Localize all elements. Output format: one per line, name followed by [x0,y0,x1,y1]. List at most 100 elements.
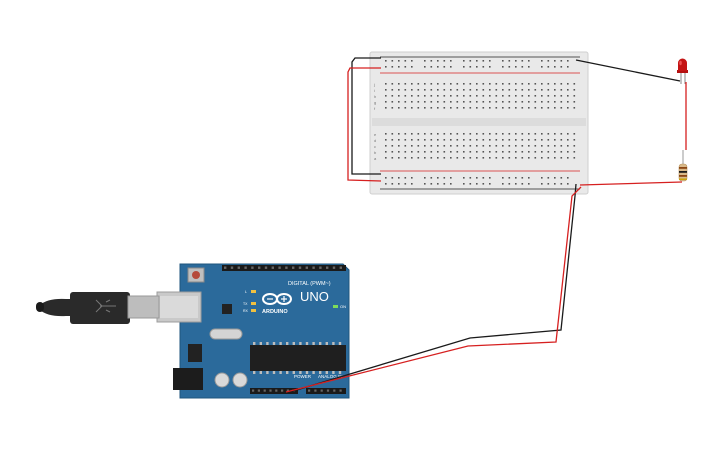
header-hole [251,266,254,269]
breadboard-hole [495,89,498,91]
breadboard-hole [502,133,504,135]
breadboard-hole [469,101,472,103]
arduino-board[interactable]: DIGITAL (PWM~) UNO ARDUINO POWER ANALOG … [156,263,350,399]
breadboard-hole [476,177,478,179]
breadboard-hole [450,157,452,159]
wire-red-resistor[interactable] [579,181,683,186]
header-hole [269,389,272,392]
led-icon[interactable] [677,58,688,85]
breadboard-hole [482,66,485,68]
header-hole [271,266,274,269]
wire-black-led[interactable] [575,59,681,82]
row-letter: f [374,106,376,111]
breadboard-hole [495,139,498,141]
breadboard-hole [489,157,491,159]
breadboard-hole [391,151,394,153]
breadboard-hole [547,157,550,159]
breadboard-hole [495,157,498,159]
header-hole [230,266,234,269]
resistor-band [679,171,687,173]
breadboard-hole [404,139,407,141]
breadboard-hole [567,89,569,91]
breadboard-center-channel [372,118,586,126]
breadboard-hole [534,145,537,147]
voltage-regulator [188,344,202,362]
breadboard-hole [554,83,556,85]
usb-cable-icon[interactable] [36,292,160,324]
breadboard-hole [508,145,511,147]
digital-header[interactable] [222,265,346,271]
breadboard-hole [476,157,478,159]
breadboard-hole [450,83,452,85]
uno-label: UNO [300,289,329,304]
breadboard-hole [502,145,504,147]
breadboard-hole [456,95,459,97]
breadboard-hole [573,139,576,141]
breadboard-hole [417,157,420,159]
dc-power-jack[interactable] [173,368,203,390]
breadboard-hole [437,89,439,91]
breadboard-hole [398,66,400,68]
breadboard-hole [560,133,563,135]
row-letter: g [374,100,376,105]
breadboard-hole [508,95,511,97]
breadboard-hole [554,151,556,153]
breadboard-hole [417,145,420,147]
breadboard-hole [547,177,550,179]
breadboard-hole [385,183,387,185]
breadboard-hole [560,157,563,159]
breadboard-hole [430,177,433,179]
breadboard-hole [489,107,491,109]
breadboard-hole [398,177,400,179]
breadboard-hole [515,157,517,159]
chip-pin [305,371,309,374]
breadboard-hole [443,60,446,62]
breadboard-hole [469,183,472,185]
breadboard-hole [430,139,433,141]
breadboard-hole [417,89,420,91]
breadboard-hole [567,83,569,85]
chip-pin [279,342,282,345]
wire-red-loop[interactable] [347,67,382,182]
breadboard-hole [443,133,446,135]
breadboard[interactable]: j i h g f e d c b a [369,51,589,195]
breadboard-hole [534,107,537,109]
breadboard-hole [391,157,394,159]
breadboard-hole [508,183,511,185]
breadboard-hole [391,177,394,179]
breadboard-hole [417,151,420,153]
breadboard-hole [456,83,459,85]
breadboard-hole [424,107,426,109]
breadboard-hole [521,66,524,68]
breadboard-hole [463,66,465,68]
power-header[interactable] [250,388,298,394]
breadboard-hole [437,157,439,159]
breadboard-hole [476,107,478,109]
breadboard-hole [515,107,517,109]
breadboard-hole [567,66,569,68]
breadboard-hole [541,83,543,85]
breadboard-hole [430,83,433,85]
breadboard-hole [476,60,478,62]
breadboard-hole [521,101,524,103]
header-hole [292,266,295,269]
breadboard-hole [469,133,472,135]
breadboard-hole [430,151,433,153]
breadboard-hole [385,133,387,135]
breadboard-hole [469,107,472,109]
breadboard-hole [515,177,517,179]
breadboard-hole [463,151,465,153]
usb-chip [222,304,232,314]
breadboard-hole [508,177,511,179]
header-hole [237,266,240,269]
breadboard-hole [489,95,491,97]
wire-red-arduino[interactable] [285,186,582,393]
row-letter: b [374,150,377,155]
wire-black-loop[interactable] [351,57,381,175]
breadboard-hole [547,83,550,85]
wires[interactable] [285,57,687,393]
breadboard-hole [502,183,504,185]
resistor-icon[interactable] [678,150,688,182]
analog-header[interactable] [306,388,346,394]
breadboard-hole [437,151,439,153]
